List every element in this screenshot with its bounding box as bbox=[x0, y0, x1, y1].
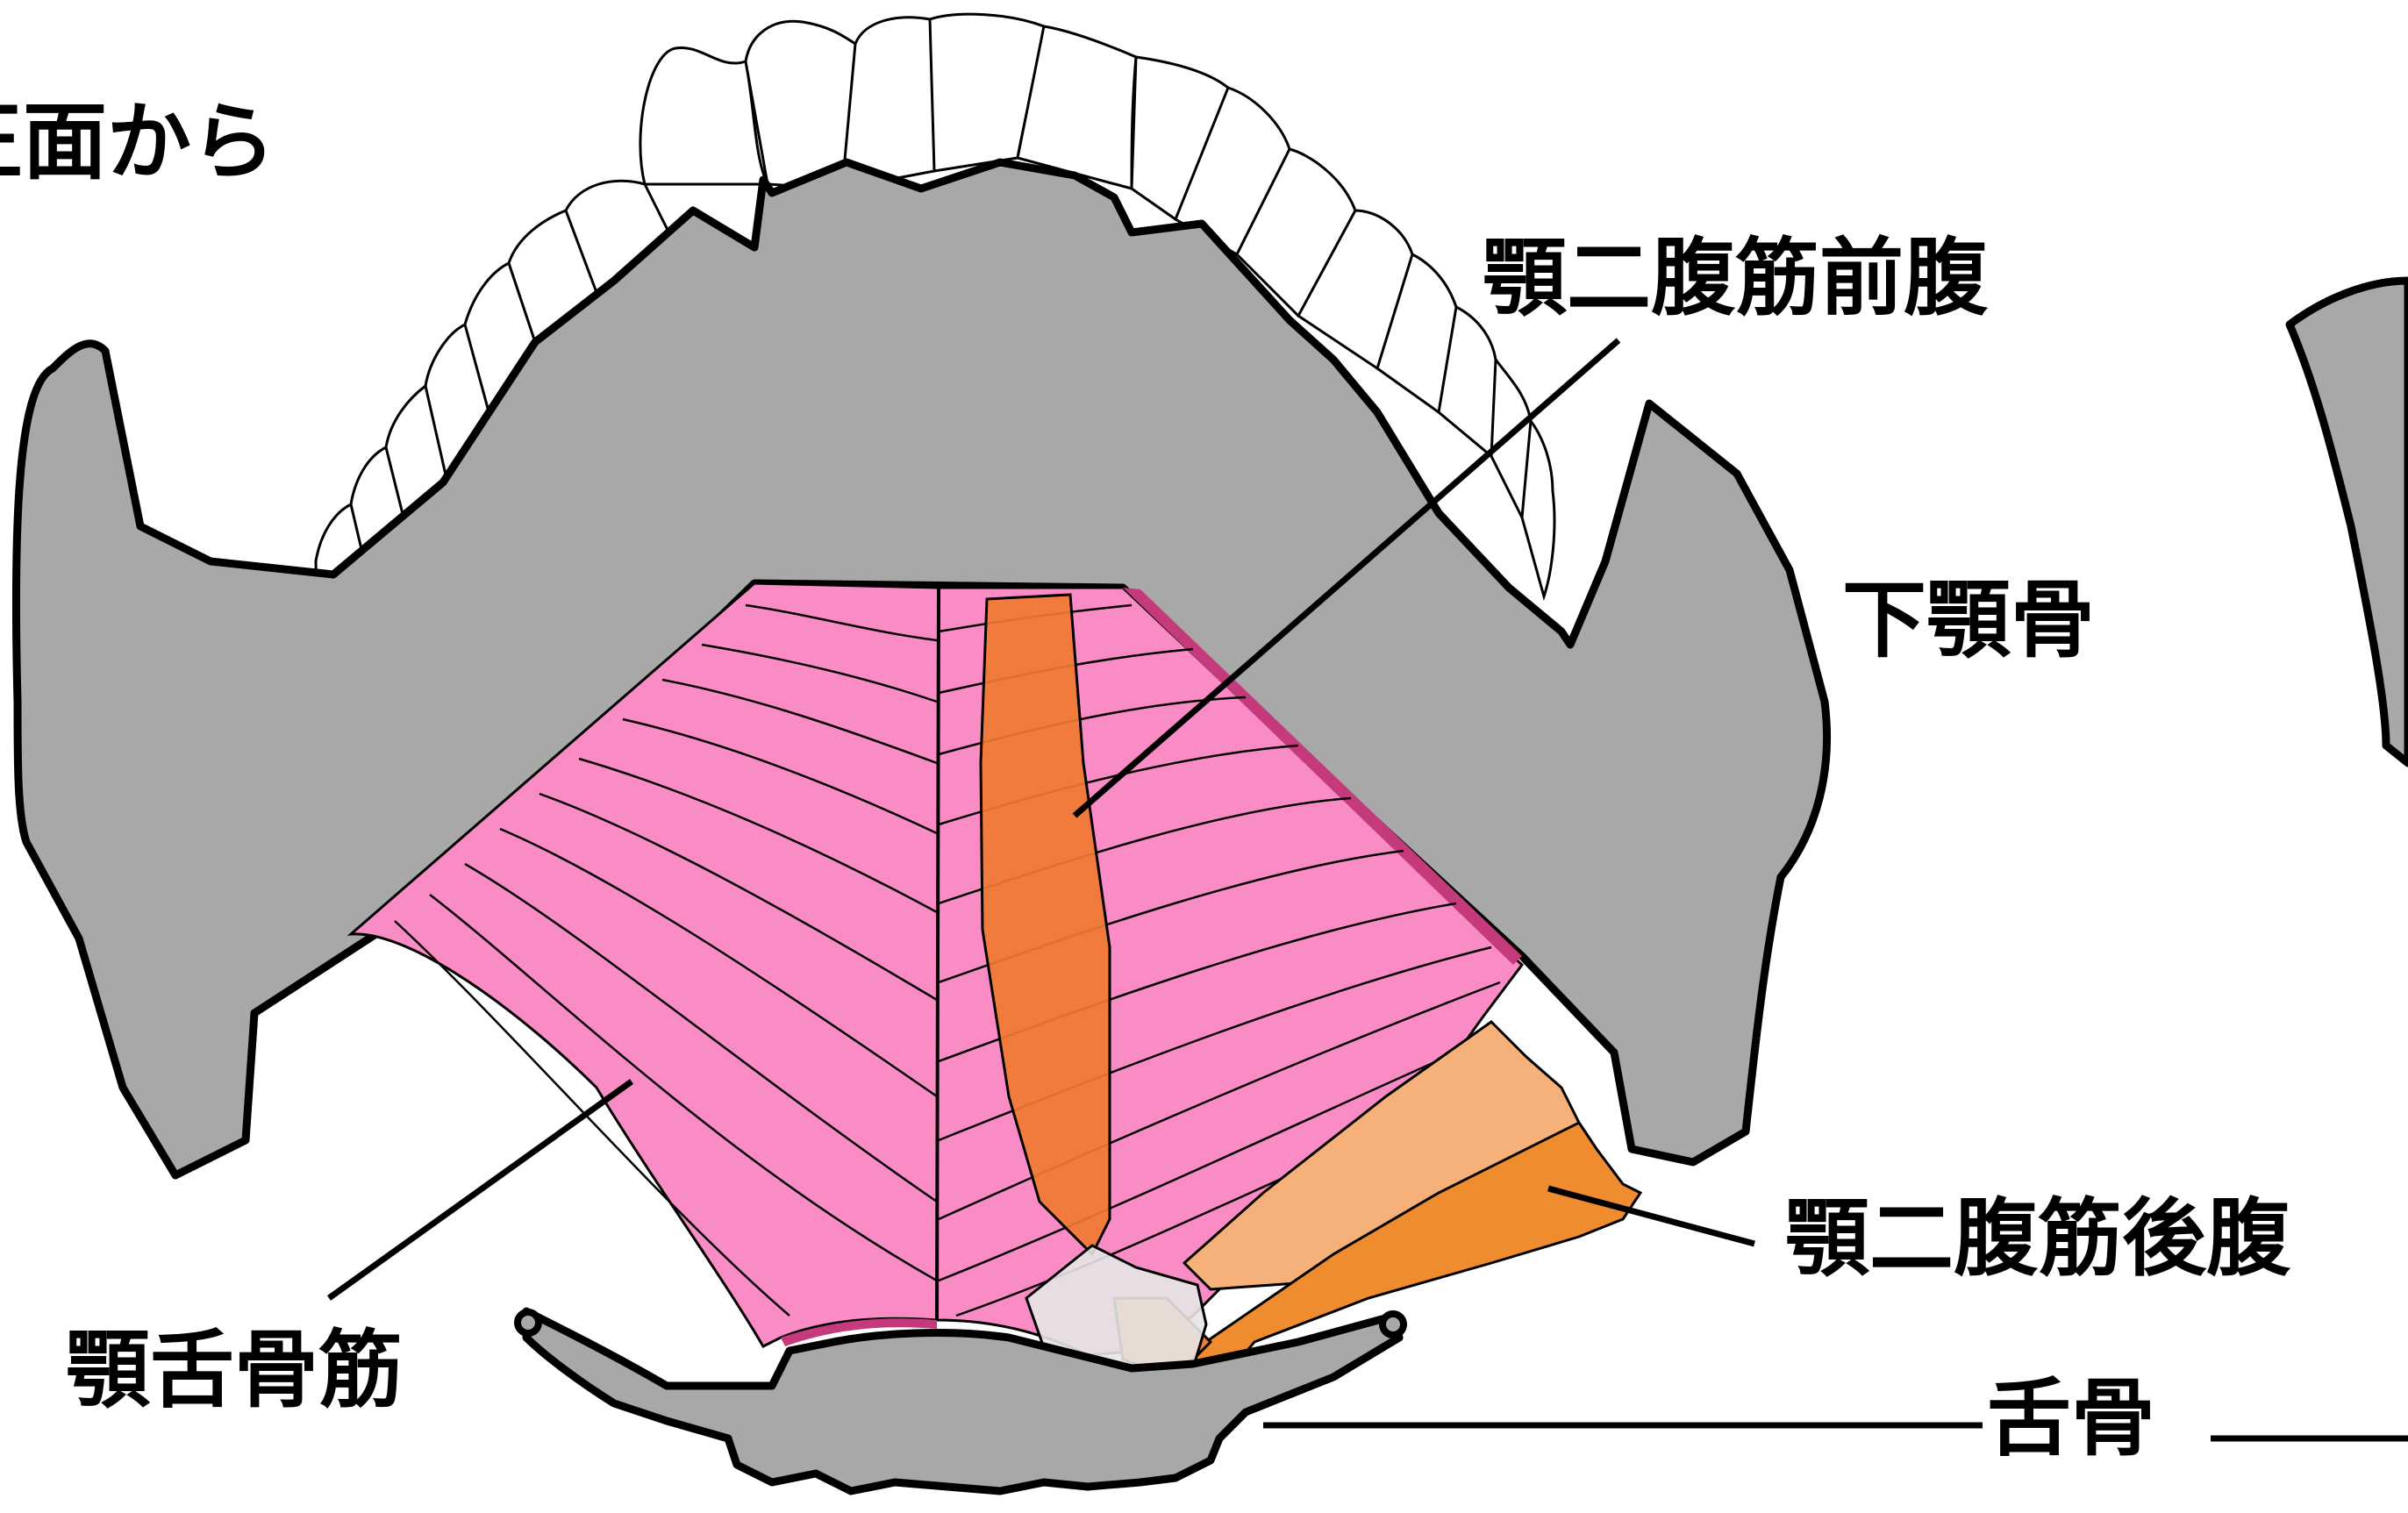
right-partial-bone bbox=[2290, 281, 2408, 763]
label-view: 正面から bbox=[0, 93, 275, 191]
label-anterior-belly: 顎二腹筋前腹 bbox=[1483, 229, 1989, 327]
label-hyoid: 舌骨 bbox=[1987, 1369, 2155, 1467]
label-posterior-belly: 顎二腹筋後腹 bbox=[1785, 1189, 2291, 1288]
leader-mylohyoid bbox=[329, 1081, 632, 1298]
hyoid-greater-horn-right bbox=[1383, 1314, 1404, 1335]
hyoid-bone bbox=[526, 1311, 1399, 1491]
hyoid-greater-horn-left bbox=[518, 1312, 539, 1333]
label-mandible: 下顎骨 bbox=[1842, 571, 2095, 669]
label-mylohyoid: 顎舌骨筋 bbox=[66, 1321, 403, 1419]
